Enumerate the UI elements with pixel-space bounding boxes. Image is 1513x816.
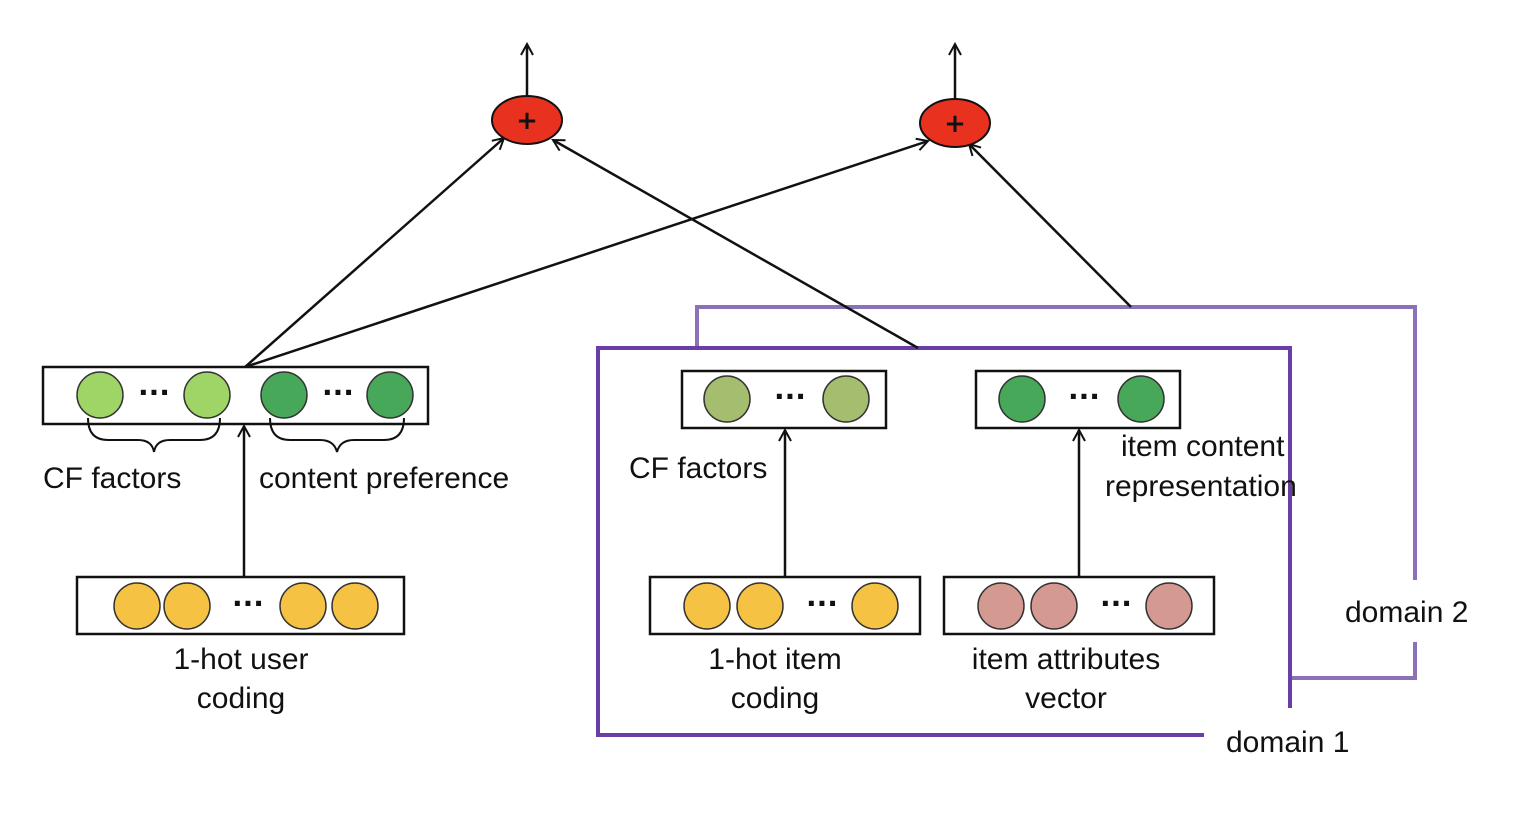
onehot-item-label-line2: coding bbox=[731, 682, 819, 715]
ellipsis: ··· bbox=[774, 380, 806, 413]
content-preference-label: content preference bbox=[259, 462, 509, 495]
item-content-vector: ··· bbox=[974, 369, 1182, 430]
item-attributes-label-line2: vector bbox=[1025, 682, 1107, 715]
domain1-to-adder1-arrow bbox=[553, 138, 919, 350]
content-preference-node bbox=[366, 371, 414, 419]
adder-node-1: + bbox=[491, 95, 563, 145]
onehot-node bbox=[113, 582, 161, 630]
item-cf-factors-label: CF factors bbox=[629, 452, 767, 485]
domain1-label: domain 1 bbox=[1226, 726, 1349, 759]
item-content-label-line1: item content bbox=[1121, 430, 1285, 463]
plus-icon: + bbox=[944, 109, 966, 139]
attribute-node bbox=[977, 582, 1025, 630]
item-content-node bbox=[1117, 375, 1165, 423]
plus-icon: + bbox=[516, 106, 538, 136]
content-preference-node bbox=[260, 371, 308, 419]
domain2-border bbox=[695, 305, 1417, 580]
onehot-node bbox=[163, 582, 211, 630]
onehot-node bbox=[279, 582, 327, 630]
cf-factor-node bbox=[183, 371, 231, 419]
ellipsis: ··· bbox=[138, 376, 170, 409]
onehot-item-label-line1: 1-hot item bbox=[708, 643, 841, 676]
onehot-node bbox=[683, 582, 731, 630]
domain2-label: domain 2 bbox=[1345, 596, 1468, 629]
item-cf-node bbox=[822, 375, 870, 423]
content-preference-brace bbox=[269, 417, 405, 453]
onehot-user-label-line2: coding bbox=[197, 682, 285, 715]
item-attributes-vector: ··· bbox=[942, 575, 1216, 636]
ellipsis: ··· bbox=[322, 376, 354, 409]
ellipsis: ··· bbox=[1068, 380, 1100, 413]
cf-factors-brace bbox=[87, 417, 221, 453]
user-to-adder1-arrow bbox=[244, 138, 504, 368]
item-content-label-line2: representation bbox=[1105, 470, 1297, 503]
onehot-node bbox=[736, 582, 784, 630]
onehot-node bbox=[851, 582, 899, 630]
attribute-node bbox=[1030, 582, 1078, 630]
domain1-border bbox=[596, 346, 1292, 737]
onehot-node bbox=[331, 582, 379, 630]
domain2-border-lower bbox=[1290, 642, 1417, 680]
attribute-node bbox=[1145, 582, 1193, 630]
adder-node-2: + bbox=[919, 98, 991, 148]
item-onehot-vector: ··· bbox=[648, 575, 922, 636]
item-cf-vector: ··· bbox=[680, 369, 888, 430]
item-content-node bbox=[998, 375, 1046, 423]
user-to-adder2-arrow bbox=[244, 141, 928, 369]
ellipsis: ··· bbox=[232, 587, 264, 620]
item-attributes-label-line1: item attributes bbox=[972, 643, 1160, 676]
ellipsis: ··· bbox=[1100, 587, 1132, 620]
user-onehot-vector: ··· bbox=[75, 575, 406, 636]
domain2-to-adder2-arrow bbox=[969, 144, 1132, 308]
ellipsis: ··· bbox=[806, 587, 838, 620]
user-embedding-vector: ··· ··· bbox=[41, 365, 430, 426]
cf-factor-node bbox=[76, 371, 124, 419]
onehot-user-label-line1: 1-hot user bbox=[173, 643, 308, 676]
user-cf-factors-label: CF factors bbox=[43, 462, 181, 495]
item-cf-node bbox=[703, 375, 751, 423]
